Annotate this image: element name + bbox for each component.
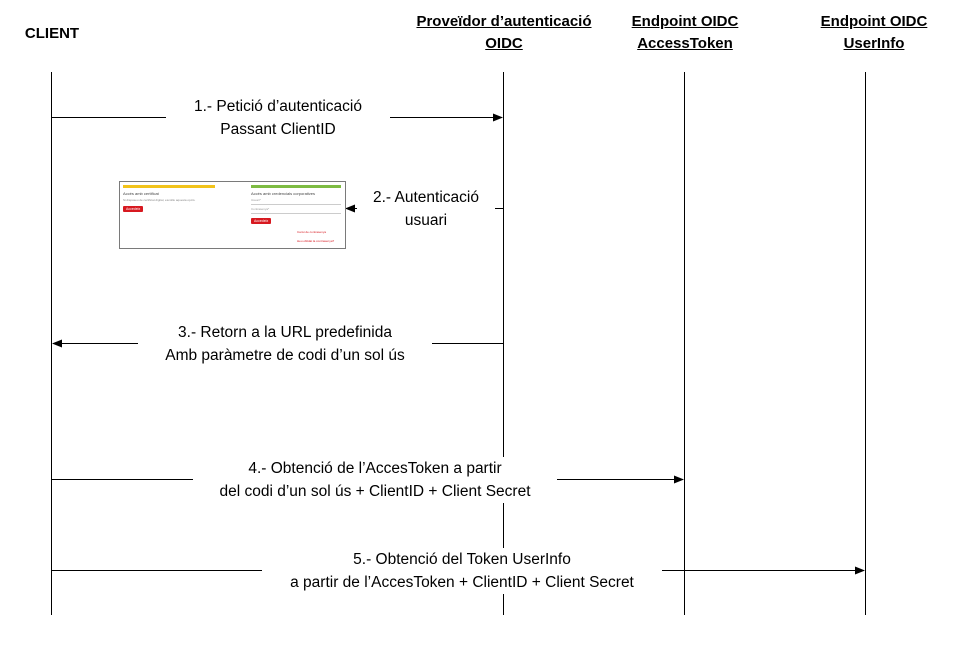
thumb-right-title: Accés amb credencials corporatives [251,191,316,196]
message-4-line1: 4.- Obtenció de l’AccesToken a partir [248,460,502,477]
login-form-thumbnail: Accés amb certificat Si disposeu de cert… [119,181,346,249]
participant-provider: Proveïdor d’autenticació OIDC [394,11,614,55]
message-3-label: 3.- Retorn a la URL predefinida Amb parà… [138,321,432,367]
thumb-forgot-link: Canvi de contrasenya [297,230,327,234]
participant-client: CLIENT [14,23,90,45]
thumb-password-field: Contrasenya* [251,207,341,214]
participant-client-label: CLIENT [24,25,80,42]
participant-access-line2: AccessToken [637,35,733,52]
message-1-line1: 1.- Petició d’autenticació [193,98,362,115]
message-5-line2: a partir de l’AccesToken + ClientID + Cl… [290,574,634,591]
message-4-label: 4.- Obtenció de l’AccesToken a partir de… [193,457,557,503]
participant-userinfo-line2: UserInfo [843,35,905,52]
participant-access: Endpoint OIDC AccessToken [615,11,755,55]
thumb-left-text: Si disposeu de certificat digital, escol… [123,198,196,202]
thumb-help-link: Heu oblidat la contrasenya? [297,239,335,243]
participant-userinfo-line1: Endpoint OIDC [820,13,928,30]
message-5-line1: 5.- Obtenció del Token UserInfo [353,551,571,568]
participant-userinfo: Endpoint OIDC UserInfo [804,11,944,55]
message-1-line2: Passant ClientID [220,121,336,138]
message-3-line2: Amb paràmetre de codi d’un sol ús [165,347,405,364]
message-4-line2: del codi d’un sol ús + ClientID + Client… [219,483,531,500]
message-2-line2: usuari [404,212,448,229]
thumb-credentials-panel: Accés amb credencials corporatives Usuar… [251,185,341,243]
message-1-label: 1.- Petició d’autenticació Passant Clien… [166,95,390,141]
thumb-left-bar [123,185,215,188]
thumb-left-button: Accedeix [123,206,144,212]
thumb-left-title: Accés amb certificat [123,191,159,196]
participant-access-line1: Endpoint OIDC [631,13,739,30]
participant-provider-line2: OIDC [485,35,523,52]
thumb-right-button: Accedeix [251,218,272,224]
thumb-right-bar [251,185,341,188]
message-2-label: 2.- Autenticació usuari [357,186,495,232]
message-3-line1: 3.- Retorn a la URL predefinida [178,324,392,341]
thumb-user-field: Usuari* [251,198,341,205]
message-5-label: 5.- Obtenció del Token UserInfo a partir… [262,548,662,594]
participant-provider-line1: Proveïdor d’autenticació [416,13,592,30]
message-2-line1: 2.- Autenticació [373,189,479,206]
thumb-certificate-panel: Accés amb certificat Si disposeu de cert… [123,185,215,212]
